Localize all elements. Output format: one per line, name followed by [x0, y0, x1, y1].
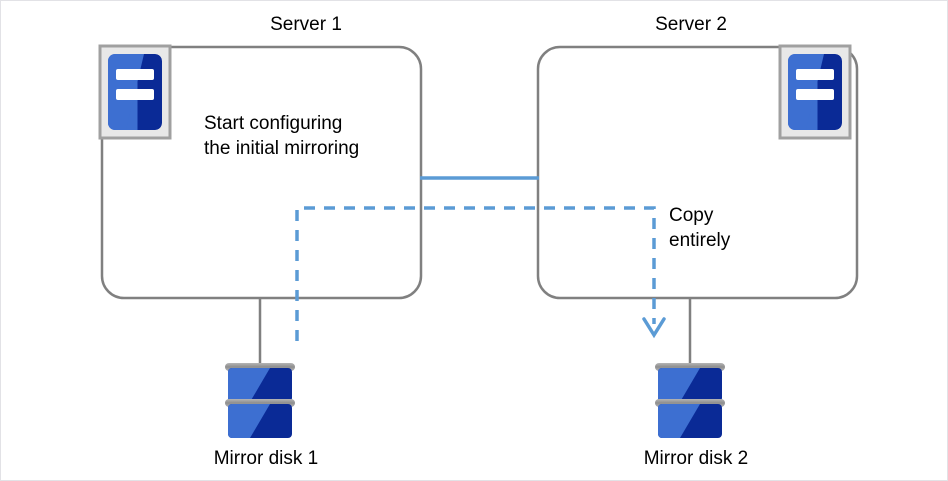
- copy-entirely-label: Copy entirely: [669, 205, 731, 251]
- server-icon: [778, 44, 852, 140]
- mirror-copy-arrowhead: [642, 317, 666, 339]
- server2-title: Server 2: [655, 14, 727, 35]
- server2-box: [536, 45, 859, 300]
- disk-stack-icon: [655, 363, 725, 438]
- server1-box: [100, 45, 423, 300]
- server-icon: [98, 44, 172, 140]
- disk-stack-icon: [225, 363, 295, 438]
- mirror-copy-link: [295, 206, 656, 341]
- start-configuring-label: Start configuring the initial mirroring: [204, 113, 360, 159]
- server1-title: Server 1: [270, 14, 342, 35]
- disk1-title: Mirror disk 1: [213, 448, 319, 469]
- disk2-title: Mirror disk 2: [643, 448, 749, 469]
